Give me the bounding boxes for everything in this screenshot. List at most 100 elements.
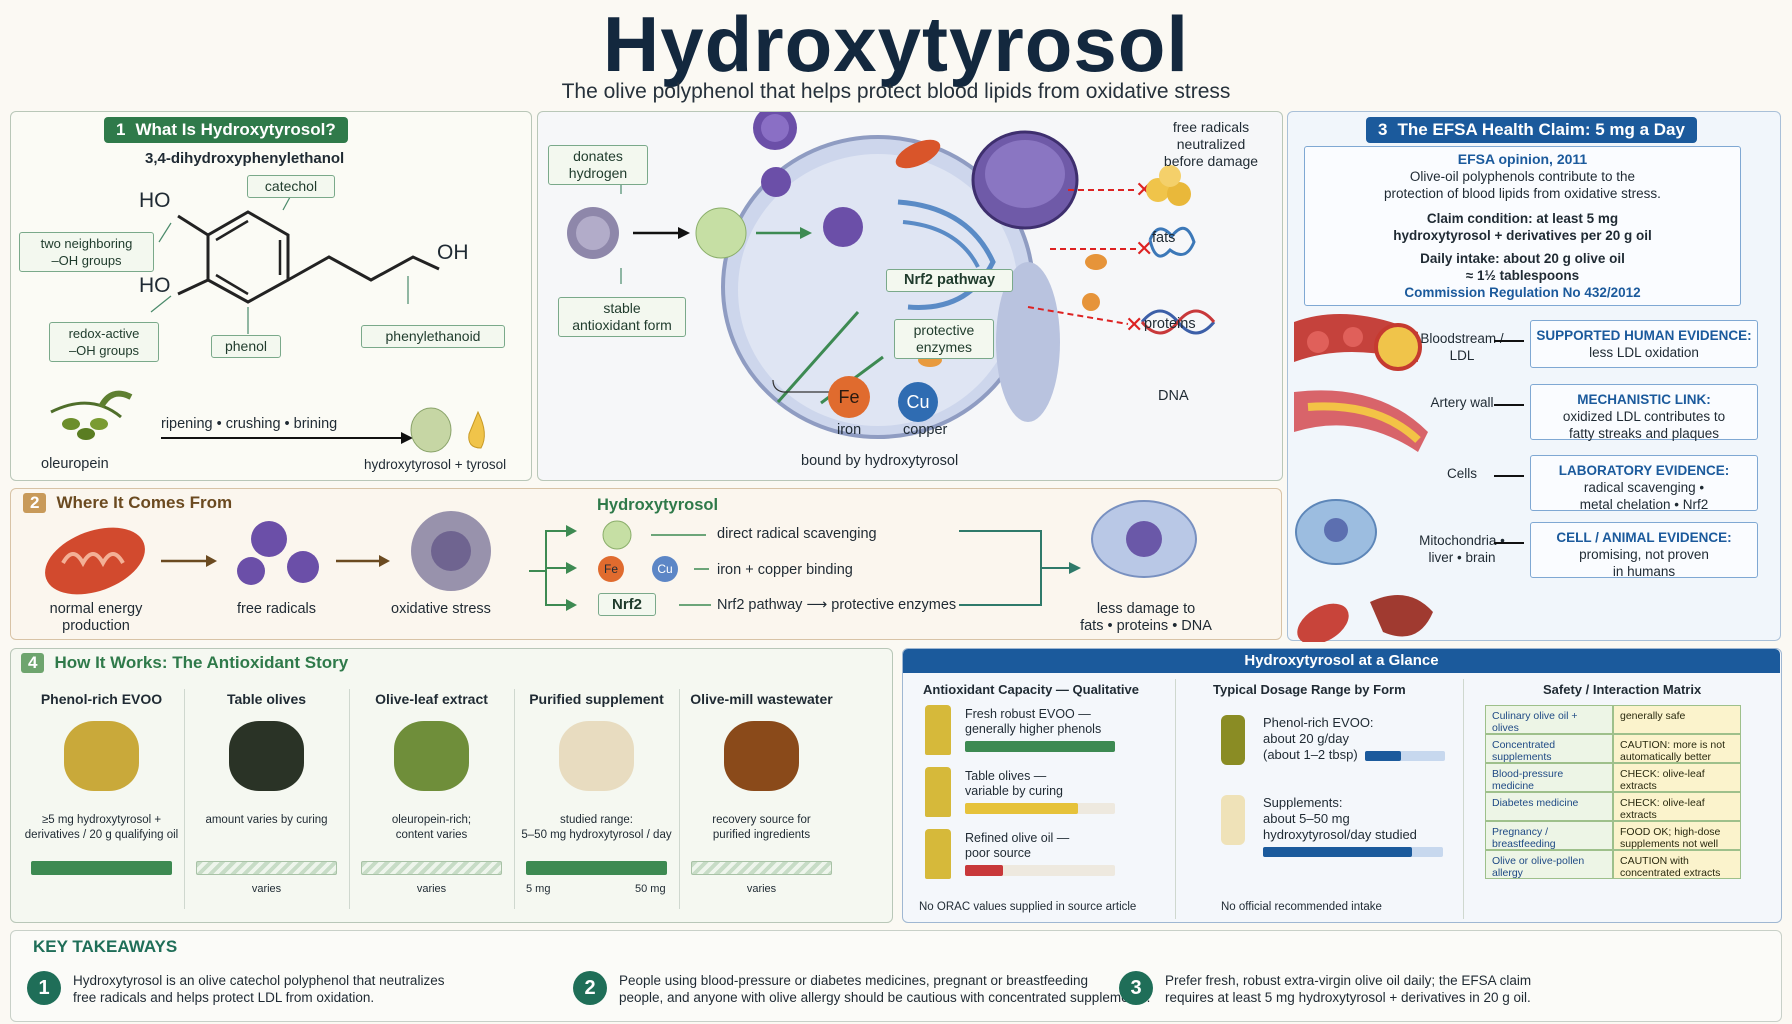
takeaway-text: People using blood-pressure or diabetes … bbox=[619, 973, 1151, 1005]
source-title: Table olives bbox=[226, 691, 307, 707]
evidence-text: oxidized LDL contributes to fatty streak… bbox=[1562, 409, 1726, 441]
copper-label: copper bbox=[903, 422, 948, 438]
source-bar bbox=[196, 861, 337, 875]
bottle-icon bbox=[925, 767, 951, 817]
capacity-bar-fill bbox=[965, 865, 1003, 876]
daily-intake: Daily intake: about 20 g olive oil ≈ 1½ … bbox=[1420, 251, 1625, 283]
evidence-key: CELL / ANIMAL EVIDENCE: bbox=[1556, 530, 1732, 545]
svg-text:✕: ✕ bbox=[1135, 236, 1153, 261]
proteins-label: proteins bbox=[1144, 316, 1196, 332]
product-label: hydroxytyrosol + tyrosol bbox=[364, 457, 507, 472]
source-title: Olive-leaf extract bbox=[375, 691, 488, 707]
efsa-opinion-box: EFSA opinion, 2011 Olive-oil polyphenols… bbox=[1304, 146, 1741, 306]
evidence-location-label: Mitochondria • liver • brain bbox=[1419, 533, 1505, 565]
source-bar bbox=[361, 861, 502, 875]
bar-label: varies bbox=[416, 883, 447, 895]
pathway-scavenging: direct radical scavenging bbox=[717, 526, 877, 542]
matrix-guidance: generally safe bbox=[1613, 705, 1741, 734]
capacity-bar-track bbox=[965, 865, 1115, 876]
panel-cell-mechanism: ✕ ✕ ✕ donates hydrogen stable antioxidan… bbox=[537, 111, 1283, 481]
capacity-bar-fill bbox=[965, 803, 1078, 814]
dose-bar-fill bbox=[1263, 847, 1413, 857]
takeaway-number-badge: 2 bbox=[573, 971, 607, 1005]
dose-bar-fill bbox=[1365, 751, 1401, 761]
matrix-condition: Diabetes medicine bbox=[1485, 792, 1613, 821]
takeaways-title: KEY TAKEAWAYS bbox=[33, 937, 178, 956]
capacity-text: Fresh robust EVOO — generally higher phe… bbox=[965, 707, 1102, 736]
source-description: studied range: 5–50 mg hydroxytyrosol / … bbox=[521, 814, 672, 841]
copper-ion-icon: Cu bbox=[898, 382, 938, 422]
source-divider bbox=[514, 689, 515, 909]
source-image-icon bbox=[64, 721, 139, 791]
source-image-icon bbox=[559, 721, 634, 791]
efsa-opinion-heading: EFSA opinion, 2011 bbox=[1457, 151, 1588, 167]
source-description: recovery source for purified ingredients bbox=[712, 814, 811, 841]
source-image-icon bbox=[724, 721, 799, 791]
regulation-label: Commission Regulation No 432/2012 bbox=[1404, 285, 1641, 300]
ho-label-bottom: HO bbox=[139, 274, 171, 297]
evidence-illustrations bbox=[1294, 314, 1433, 642]
takeaway-text: Prefer fresh, robust extra-virgin olive … bbox=[1165, 973, 1532, 1005]
pathway-metal-binding: iron + copper binding bbox=[717, 562, 853, 578]
source-description: oleuropein-rich; content varies bbox=[391, 814, 472, 841]
evidence-text: radical scavenging • metal chelation • N… bbox=[1579, 480, 1709, 512]
capacity-title: Antioxidant Capacity — Qualitative bbox=[923, 682, 1139, 697]
source-divider bbox=[349, 689, 350, 909]
source-bar bbox=[691, 861, 832, 875]
glance-header: Hydroxytyrosol at a Glance bbox=[903, 649, 1780, 673]
source-image-icon bbox=[394, 721, 469, 791]
process-label: ripening • crushing • brining bbox=[161, 416, 338, 432]
matrix-guidance: CAUTION: more is not automatically bette… bbox=[1613, 734, 1741, 763]
source-title: Olive-mill wastewater bbox=[690, 691, 833, 707]
neighbor-oh-label: two neighboring –OH groups bbox=[19, 232, 154, 272]
matrix-condition: Concentrated supplements bbox=[1485, 734, 1613, 763]
source-description: ≥5 mg hydroxytyrosol + derivatives / 20 … bbox=[24, 814, 179, 841]
evidence-location-label: Cells bbox=[1446, 466, 1477, 481]
claim-condition: Claim condition: at least 5 mg hydroxyty… bbox=[1393, 211, 1652, 243]
takeaway-number-badge: 3 bbox=[1119, 971, 1153, 1005]
evidence-arrow-icon bbox=[1494, 404, 1524, 406]
nrf2-badge: Nrf2 bbox=[598, 593, 656, 616]
stable-antioxidant-label: stable antioxidant form bbox=[558, 297, 686, 337]
dose-text: Phenol-rich EVOO: about 20 g/day (about … bbox=[1263, 715, 1374, 762]
source-pathway-illustration bbox=[45, 500, 1197, 611]
dose-icon bbox=[1221, 715, 1245, 765]
catechol-label: catechol bbox=[247, 175, 335, 198]
svg-text:✕: ✕ bbox=[1125, 312, 1143, 337]
chemical-name: 3,4-dihydroxyphenylethanol bbox=[145, 150, 345, 167]
evidence-box: MECHANISTIC LINK: oxidized LDL contribute… bbox=[1530, 384, 1758, 441]
bar-label: varies bbox=[251, 883, 282, 895]
protective-enzymes-label: protective enzymes bbox=[894, 319, 994, 359]
phenylethanoid-label: phenylethanoid bbox=[361, 325, 505, 348]
evidence-text: promising, not proven in humans bbox=[1579, 547, 1709, 579]
molecule-structure-icon bbox=[50, 185, 485, 453]
oh-label: OH bbox=[437, 241, 469, 264]
capacity-text: Refined olive oil — poor source bbox=[965, 831, 1070, 860]
normal-energy-label: normal energy production bbox=[49, 601, 143, 634]
iron-label: iron bbox=[837, 422, 862, 438]
bound-label: bound by hydroxytyrosol bbox=[801, 453, 959, 469]
evidence-box: CELL / ANIMAL EVIDENCE: promising, not pr… bbox=[1530, 522, 1758, 579]
phenol-label: phenol bbox=[211, 335, 281, 358]
dna-label: DNA bbox=[1158, 388, 1189, 404]
evidence-key: MECHANISTIC LINK: bbox=[1577, 392, 1711, 407]
bar-min-label: 5 mg bbox=[526, 883, 551, 895]
free-radicals-label: free radicals bbox=[237, 601, 316, 617]
ho-label-top: HO bbox=[139, 189, 171, 212]
iron-ion-small-icon: Fe bbox=[598, 556, 624, 582]
evidence-location-label: Bloodstream / LDL bbox=[1420, 331, 1504, 363]
free-radicals-neutralized-label: free radicals neutralized before damage bbox=[1163, 119, 1259, 169]
source-title: Purified supplement bbox=[529, 691, 664, 707]
matrix-guidance: CAUTION with concentrated extracts bbox=[1613, 850, 1741, 879]
capacity-note: No ORAC values supplied in source articl… bbox=[919, 901, 1137, 913]
matrix-condition: Pregnancy / breastfeeding bbox=[1485, 821, 1613, 850]
donates-hydrogen-label: donates hydrogen bbox=[548, 145, 648, 185]
